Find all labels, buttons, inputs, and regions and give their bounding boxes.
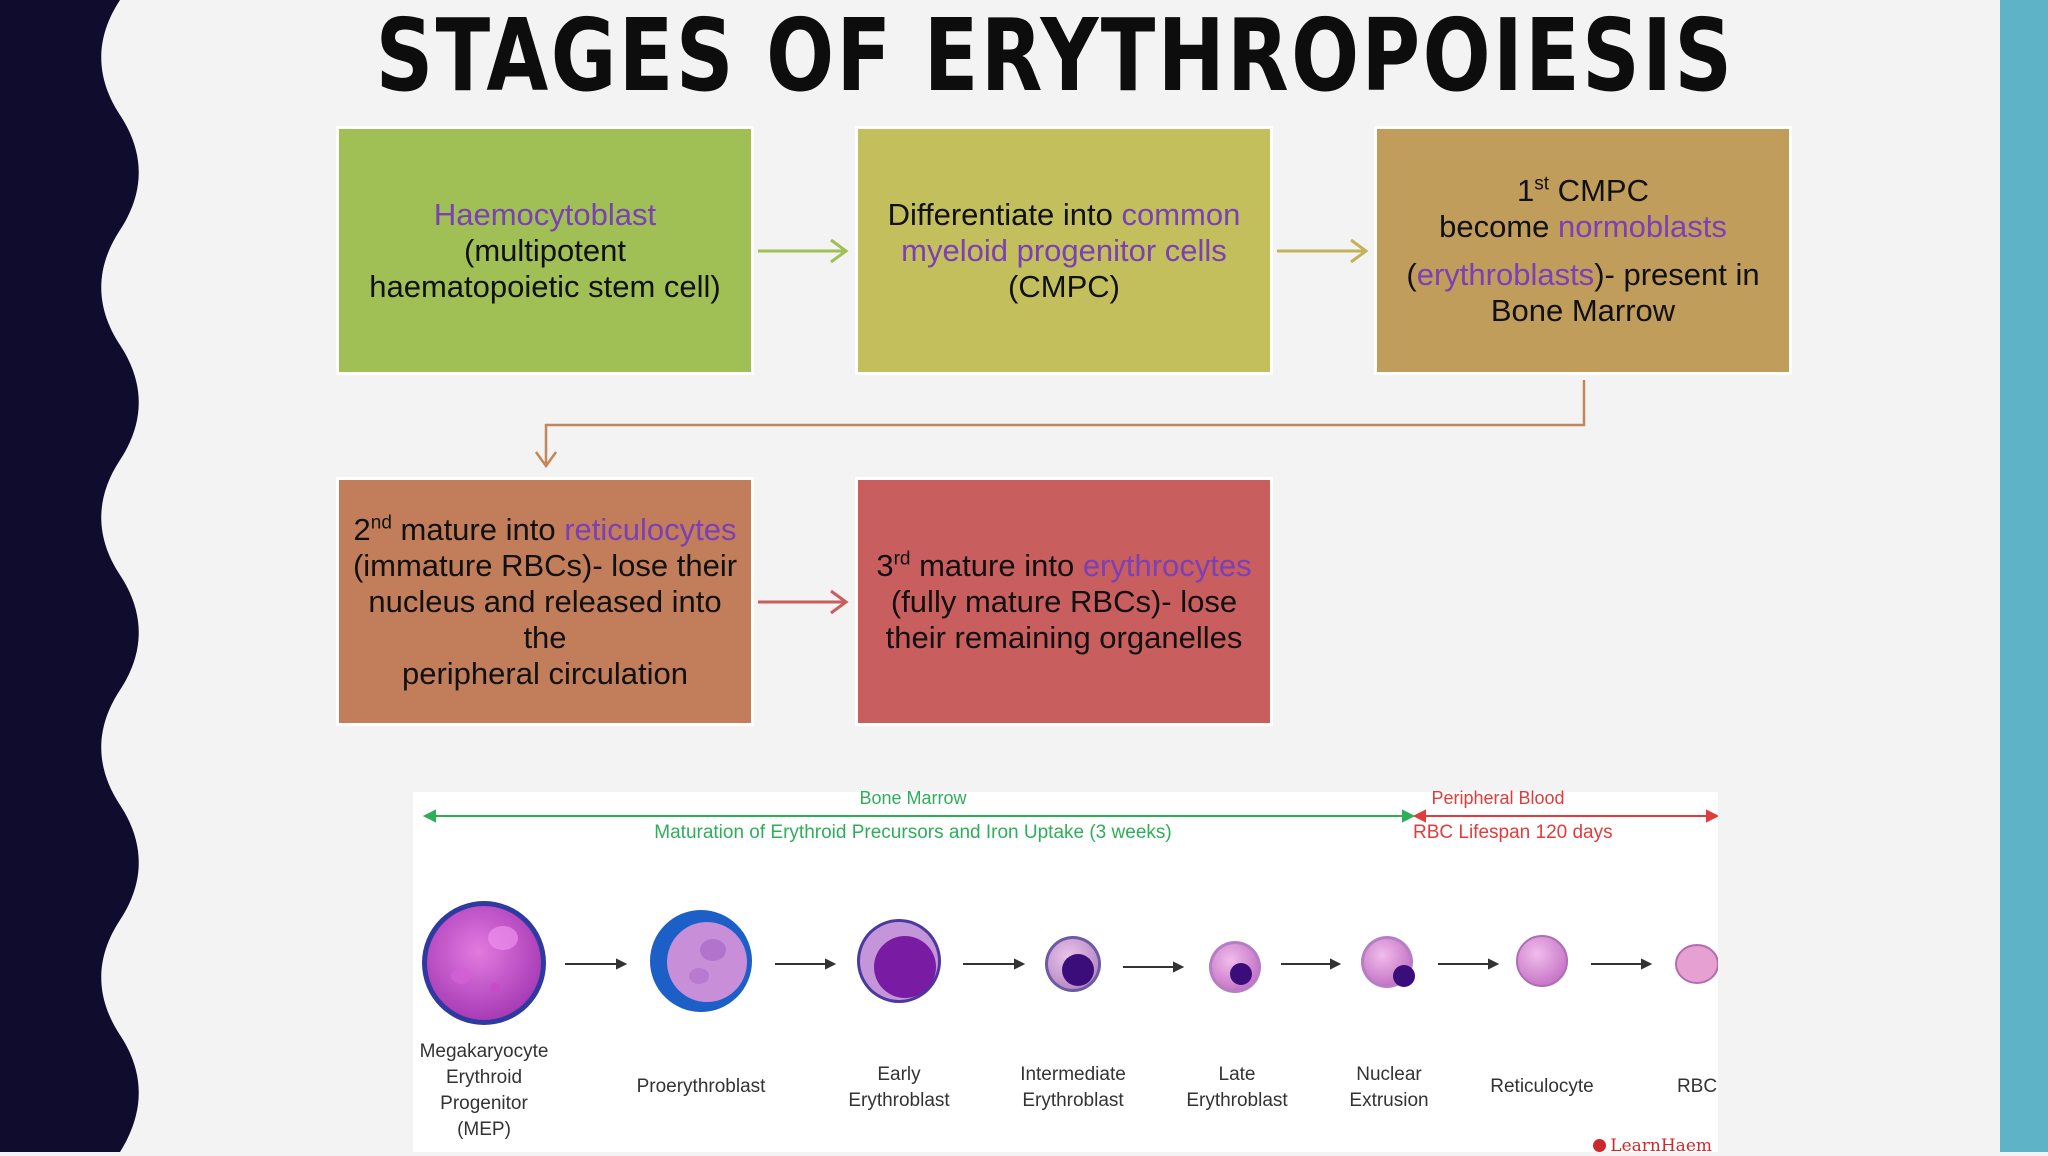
stage-arrows [565,958,1653,973]
label-rbc: RBC [1676,1076,1718,1097]
lifespan-text: RBC Lifespan 120 days [1413,822,1613,843]
stage-box-cmpc: Differentiate into common myeloid progen… [855,126,1273,375]
stage-box-reticulocytes: 2nd mature into reticulocytes (immature … [336,477,754,726]
label-reticulocyte: Reticulocyte [1490,1076,1594,1097]
maturation-figure: Bone Marrow Peripheral Blood Maturation … [413,788,1718,1156]
label-proerythroblast: Proerythroblast [636,1076,766,1097]
bone-marrow-arrow [422,809,1416,823]
stage-box-haemocytoblast: Haemocytoblast (multipotent haematopoiet… [336,126,754,375]
peripheral-arrow [1412,809,1718,823]
cell-rbc [1675,944,1718,984]
term-haemocytoblast: Haemocytoblast [433,196,657,232]
term-common: common [1121,196,1241,232]
stage-box-erythrocytes: 3rd mature into erythrocytes (fully matu… [855,477,1273,726]
cell-intermediate-erythroblast [1045,936,1101,992]
right-accent-bar [2000,0,2048,1152]
stage-box-text: 2nd mature into reticulocytes (immature … [352,511,738,691]
stage-box-text: 3rd mature into erythrocytes (fully matu… [876,547,1252,655]
slide-title: STAGES OF ERYTHROPOIESIS [375,0,1735,114]
stage-box-text: 1st CMPC become normoblasts (erythroblas… [1406,172,1760,328]
maturation-cells [422,809,1718,1025]
stage-box-normoblasts: 1st CMPC become normoblasts (erythroblas… [1374,126,1792,375]
bone-marrow-label: Bone Marrow [859,788,967,808]
arrow-b4-b5 [758,589,849,615]
stage-box-text: Differentiate into common myeloid progen… [887,196,1241,304]
label-mep: Megakaryocyte Erythroid Progenitor (MEP) [419,1041,549,1140]
term-myeloid-progenitor: myeloid progenitor cells [901,232,1227,268]
cell-mep [422,901,546,1025]
arrow-b3-b4 [534,380,1586,469]
label-nuclear-extrusion: Nuclear Extrusion [1349,1064,1429,1111]
learnhaem-logo: LearnHaem [1593,1136,1712,1156]
cell-nuclear-extrusion [1361,936,1415,988]
term-normoblasts: normoblasts [1558,208,1727,244]
cell-late-erythroblast [1209,941,1261,993]
cell-proerythroblast [650,910,752,1012]
label-late-erythroblast: Late Erythroblast [1186,1064,1288,1111]
cell-early-erythroblast [857,919,941,1003]
label-early-erythroblast: Early Erythroblast [848,1064,950,1111]
peripheral-blood-label: Peripheral Blood [1431,788,1565,808]
term-erythroblasts: erythroblasts [1416,256,1595,292]
stage-box-text: Haemocytoblast (multipotent haematopoiet… [369,196,721,304]
maturation-text: Maturation of Erythroid Precursors and I… [654,822,1172,843]
label-intermediate-erythroblast: Intermediate Erythroblast [1020,1064,1126,1111]
arrow-b2-b3 [1277,238,1369,264]
term-reticulocytes: reticulocytes [564,511,737,547]
wavy-left-band [0,0,139,1152]
cell-reticulocyte [1516,935,1568,987]
term-erythrocytes: erythrocytes [1082,547,1252,583]
arrow-b1-b2 [758,238,849,264]
